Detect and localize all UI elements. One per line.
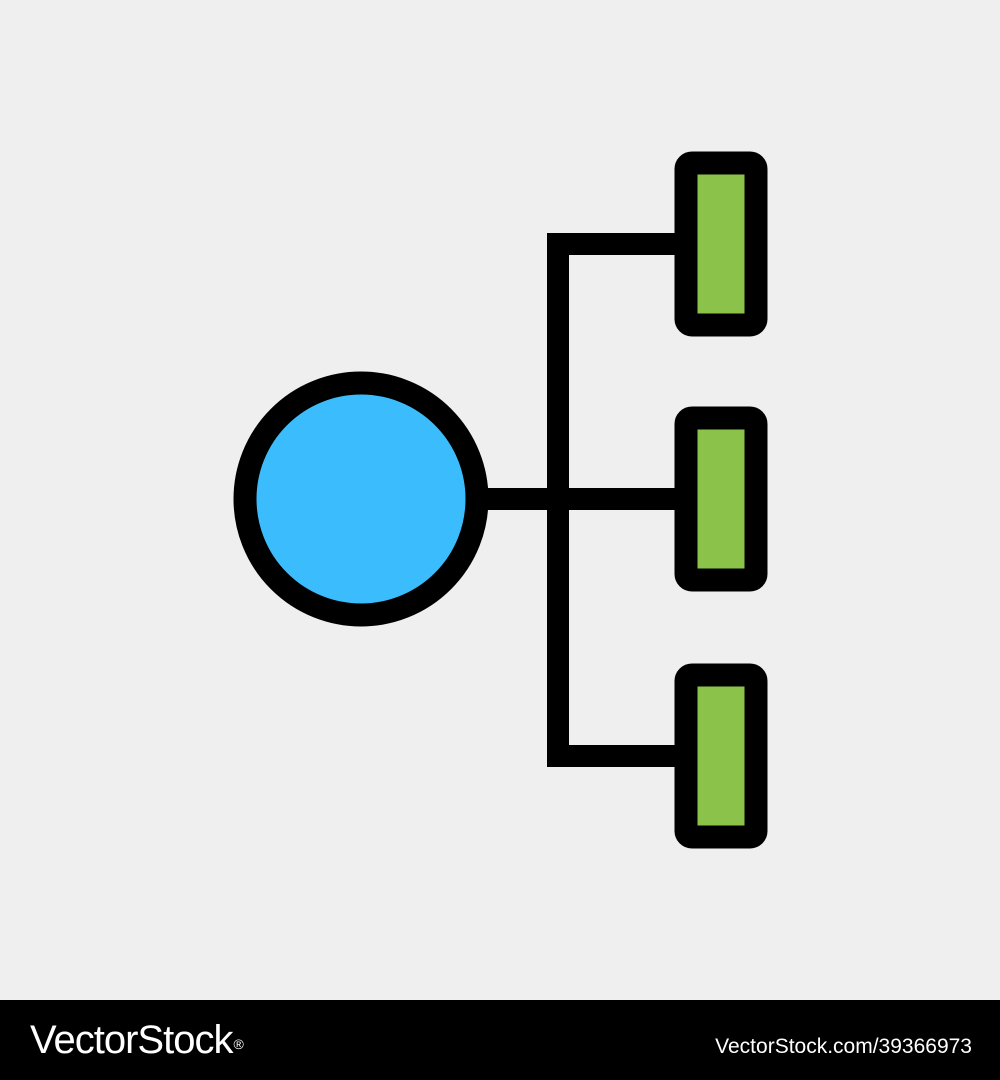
icon-canvas: [233, 151, 768, 849]
child-node-middle: [674, 406, 768, 592]
connector-lines: [475, 233, 686, 767]
root-node-circle: [233, 371, 489, 627]
watermark-bar: VectorStock® VectorStock.com/39366973: [0, 1000, 1000, 1080]
child-node-top: [674, 151, 768, 337]
registered-mark: ®: [233, 1036, 243, 1052]
image-id-text: VectorStock.com/39366973: [715, 1035, 972, 1058]
child-node-bottom: [674, 663, 768, 849]
brand-name: VectorStock: [30, 1018, 233, 1062]
hierarchy-structure-icon: [233, 151, 768, 849]
vectorstock-logo: VectorStock®: [30, 1016, 244, 1064]
